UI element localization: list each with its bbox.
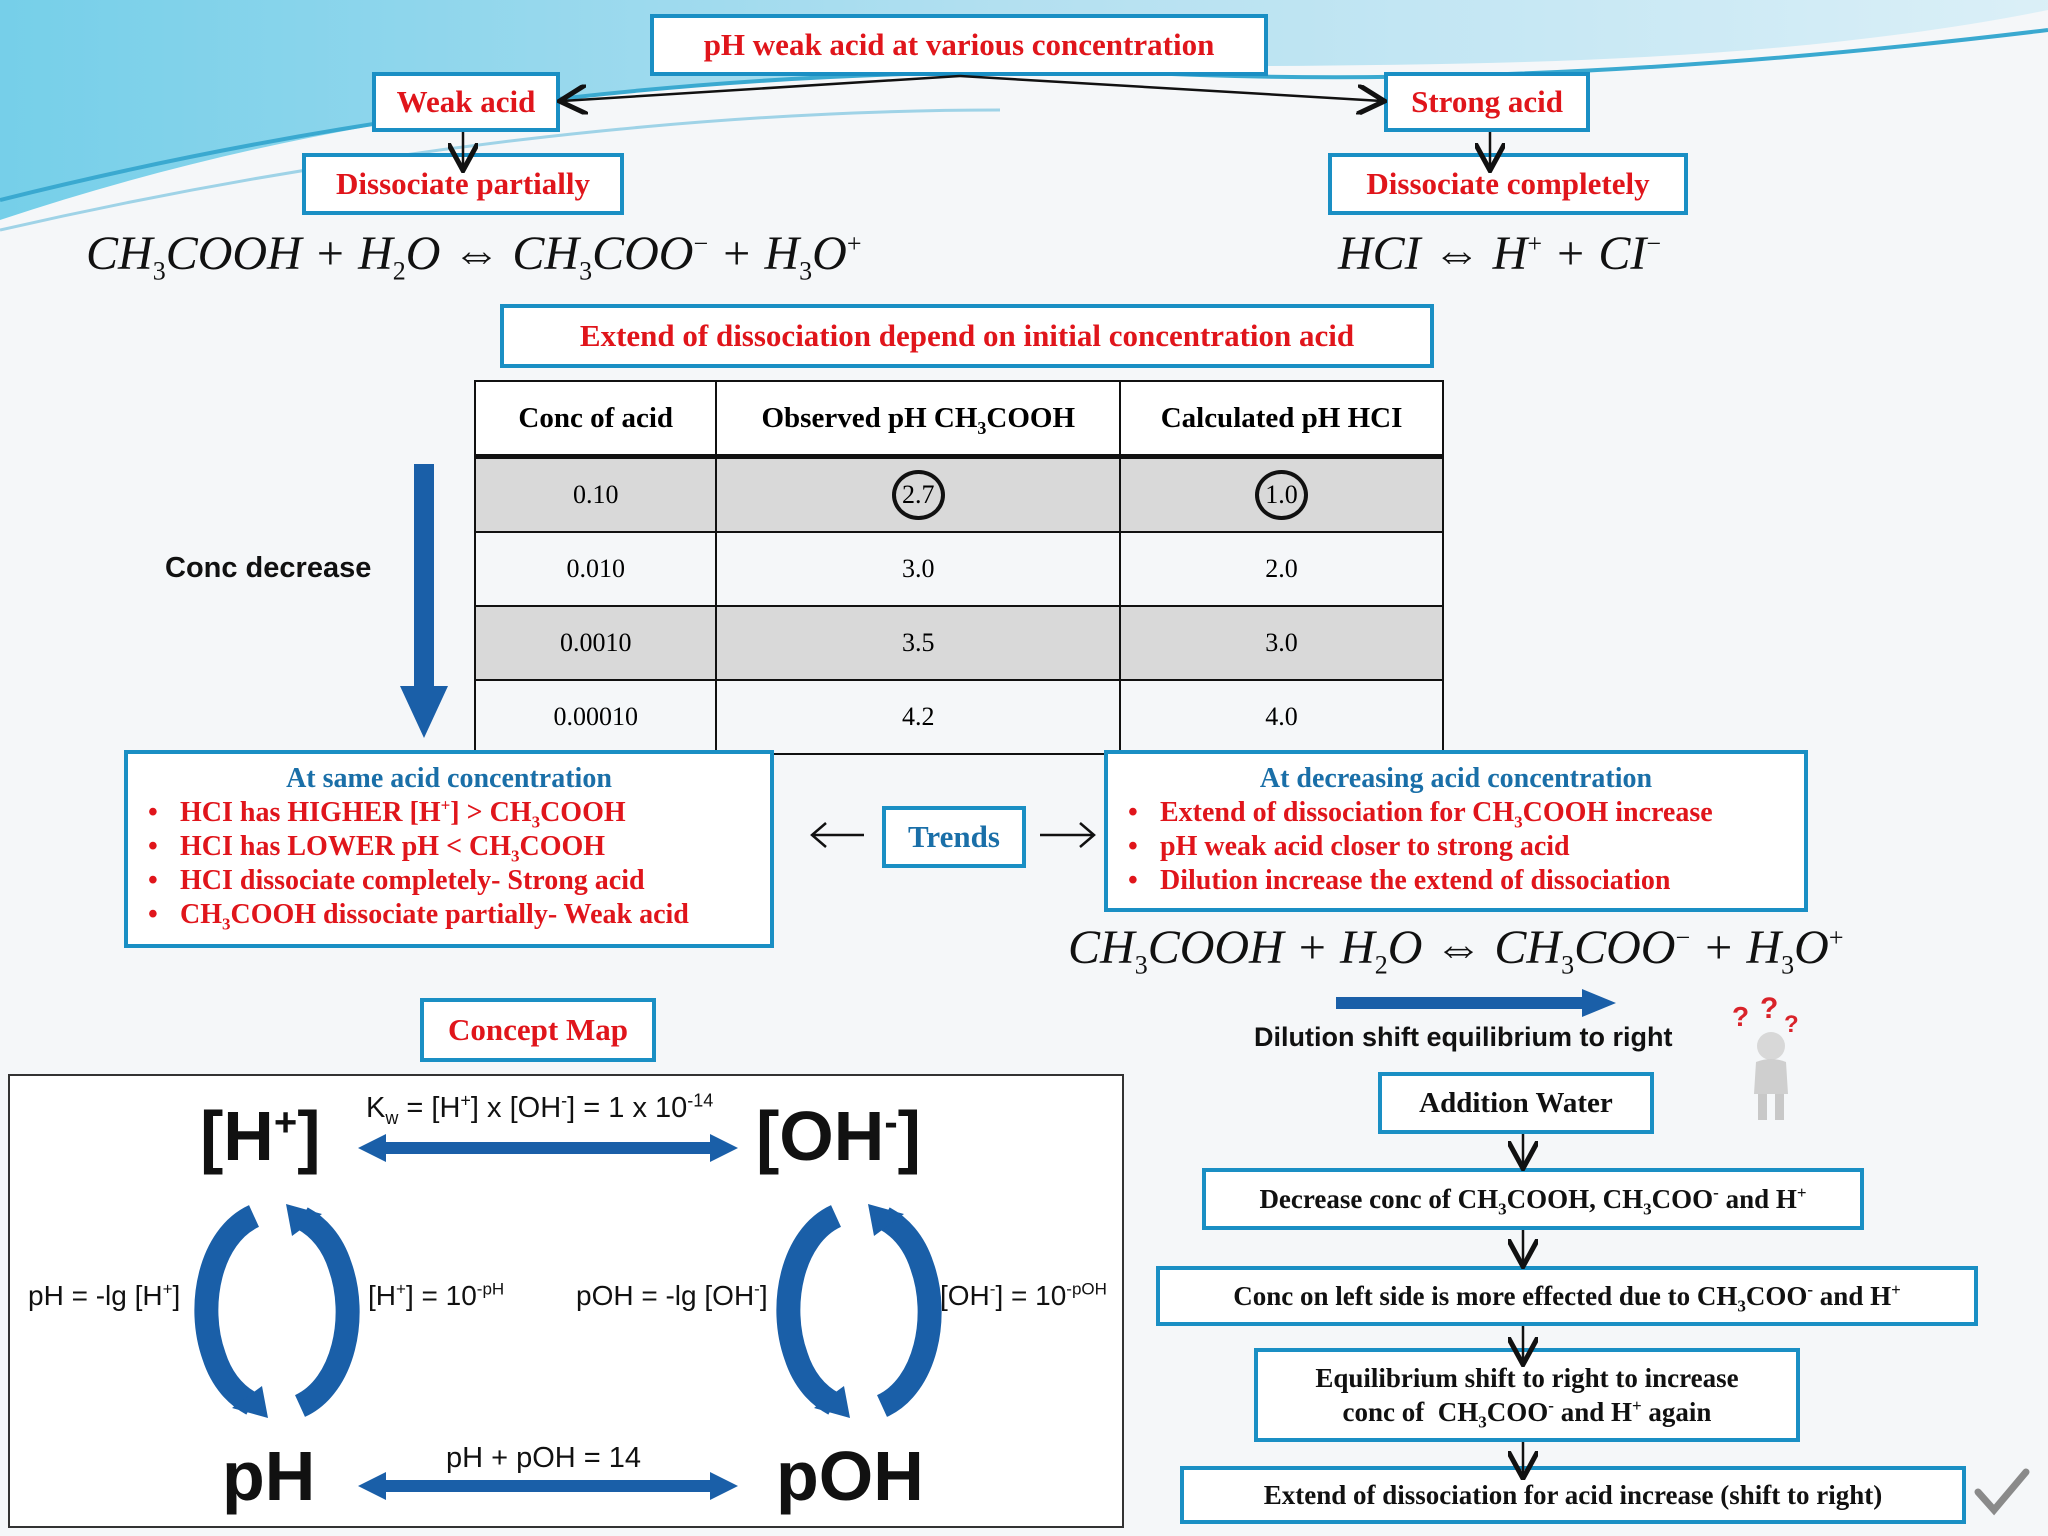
poh-label: pOH [776, 1437, 924, 1515]
list-item: HCI dissociate completely- Strong acid [138, 864, 689, 898]
svg-text:?: ? [1732, 1001, 1749, 1032]
top-arrows [0, 74, 2048, 240]
cell-calculated: 3.0 [1119, 605, 1444, 681]
concept-map-label-box: Concept Map [420, 998, 656, 1062]
cell-observed: 2.7 [715, 455, 1122, 533]
shift-right-arrow [1336, 989, 1616, 1017]
cell-conc: 0.0010 [473, 605, 718, 681]
list-item: pH weak acid closer to strong acid [1118, 830, 1713, 864]
poh-definition: pOH = -lg [OH-] [576, 1279, 768, 1311]
ph-definition: pH = -lg [H+] [28, 1279, 181, 1311]
ph-label: pH [222, 1437, 316, 1515]
dilution-shift-label: Dilution shift equilibrium to right [1254, 1022, 1673, 1052]
list-item: HCI has LOWER pH < CH3COOH [138, 830, 689, 865]
table-row: 0.010 3.0 2.0 [473, 531, 1444, 607]
decreasing-conc-box: At decreasing acid concentration Extend … [1104, 750, 1808, 912]
flow-step-1: Addition Water [1378, 1072, 1654, 1134]
cell-observed: 3.5 [715, 605, 1122, 681]
strong-acid-equation: HCI ⇔ H+ + CI− [1338, 227, 1662, 280]
kw-expression: Kw = [H+] x [OH-] = 1 x 10-14 [366, 1090, 714, 1128]
strong-acid-box: Strong acid [1384, 72, 1590, 132]
h-ph-cycle-arrows [194, 1204, 360, 1418]
h-definition: [H+] = 10-pH [368, 1279, 505, 1311]
table-header-row: Conc of acid Observed pH CH3COOH Calcula… [473, 380, 1444, 459]
sum-expression: pH + pOH = 14 [446, 1442, 642, 1474]
trends-text: Trends [908, 819, 1000, 854]
title-text: pH weak acid at various concentration [703, 27, 1215, 62]
table-row: 0.00010 4.2 4.0 [473, 679, 1444, 755]
sum-double-arrow [358, 1472, 738, 1500]
circled-value: 1.0 [1255, 470, 1308, 520]
same-conc-list: HCI has HIGHER [H+] > CH3COOH HCI has LO… [138, 796, 689, 933]
same-conc-title: At same acid concentration [286, 763, 612, 794]
list-item: HCI has HIGHER [H+] > CH3COOH [138, 796, 689, 831]
h-concentration-label: [H+] [200, 1097, 321, 1175]
concept-map-label: Concept Map [448, 1012, 628, 1047]
cell-observed: 3.0 [715, 531, 1122, 607]
svg-text:?: ? [1760, 994, 1778, 1025]
dissociate-completely-box: Dissociate completely [1328, 153, 1688, 215]
kw-double-arrow [358, 1134, 738, 1162]
header-observed: Observed pH CH3COOH [715, 380, 1122, 459]
decreasing-conc-title: At decreasing acid concentration [1259, 763, 1653, 794]
conc-decrease-label: Conc decrease [165, 552, 372, 584]
list-item: Extend of dissociation for CH3COOH incre… [1118, 796, 1713, 831]
cell-calculated: 4.0 [1119, 679, 1444, 755]
flow-step-1-text: Addition Water [1419, 1086, 1613, 1119]
cell-conc: 0.010 [473, 531, 718, 607]
weak-acid-equation: CH3COOH + H2O ⇔ CH3COO− + H3O+ [86, 227, 862, 286]
header-conc: Conc of acid [473, 380, 718, 459]
flow-step-2-text: Decrease conc of CH3COOH, CH3COO- and H+ [1259, 1182, 1807, 1218]
flow-step-5: Extend of dissociation for acid increase… [1180, 1466, 1966, 1524]
header-calculated: Calculated pH HCI [1119, 380, 1444, 459]
cell-conc: 0.10 [473, 455, 718, 533]
flow-arrows [1500, 1134, 1550, 1480]
oh-concentration-label: [OH-] [756, 1097, 921, 1175]
flow-step-3-text: Conc on left side is more effected due t… [1233, 1279, 1901, 1315]
list-item: CH3COOH dissociate partially- Weak acid [138, 898, 689, 933]
cell-conc: 0.00010 [473, 679, 718, 755]
weak-acid-text: Weak acid [396, 84, 536, 119]
oh-definition: [OH-] = 10-pOH [940, 1279, 1107, 1311]
circled-value: 2.7 [892, 470, 945, 520]
cell-calculated: 2.0 [1119, 531, 1444, 607]
table-row: 0.10 2.7 1.0 [473, 455, 1444, 533]
flow-step-3: Conc on left side is more effected due t… [1156, 1266, 1978, 1326]
cell-observed: 4.2 [715, 679, 1122, 755]
extend-dissociation-box: Extend of dissociation depend on initial… [500, 304, 1434, 368]
decreasing-conc-list: Extend of dissociation for CH3COOH incre… [1118, 796, 1713, 898]
thinking-figure-icon: ? ? ? [1732, 994, 1799, 1120]
extend-dissociation-text: Extend of dissociation depend on initial… [579, 318, 1355, 353]
flow-step-5-text: Extend of dissociation for acid increase… [1263, 1479, 1883, 1510]
conc-decrease-arrow [400, 464, 448, 738]
oh-poh-cycle-arrows [776, 1204, 942, 1418]
dilution-equation: CH3COOH + H2O ⇔ CH3COO− + H3O+ [1068, 921, 1844, 980]
same-conc-box: At same acid concentration HCI has HIGHE… [124, 750, 774, 948]
title-box: pH weak acid at various concentration [650, 14, 1268, 76]
trends-arrows [810, 822, 1096, 848]
cell-calculated: 1.0 [1119, 455, 1444, 533]
table-row: 0.0010 3.5 3.0 [473, 605, 1444, 681]
list-item: Dilution increase the extend of dissocia… [1118, 864, 1713, 898]
svg-text:?: ? [1784, 1011, 1799, 1038]
strong-acid-text: Strong acid [1411, 84, 1563, 119]
checkmark-icon [1974, 1468, 2030, 1516]
ph-table: Conc of acid Observed pH CH3COOH Calcula… [473, 380, 1444, 755]
trends-box: Trends [882, 806, 1026, 868]
dissociate-completely-text: Dissociate completely [1366, 166, 1650, 201]
